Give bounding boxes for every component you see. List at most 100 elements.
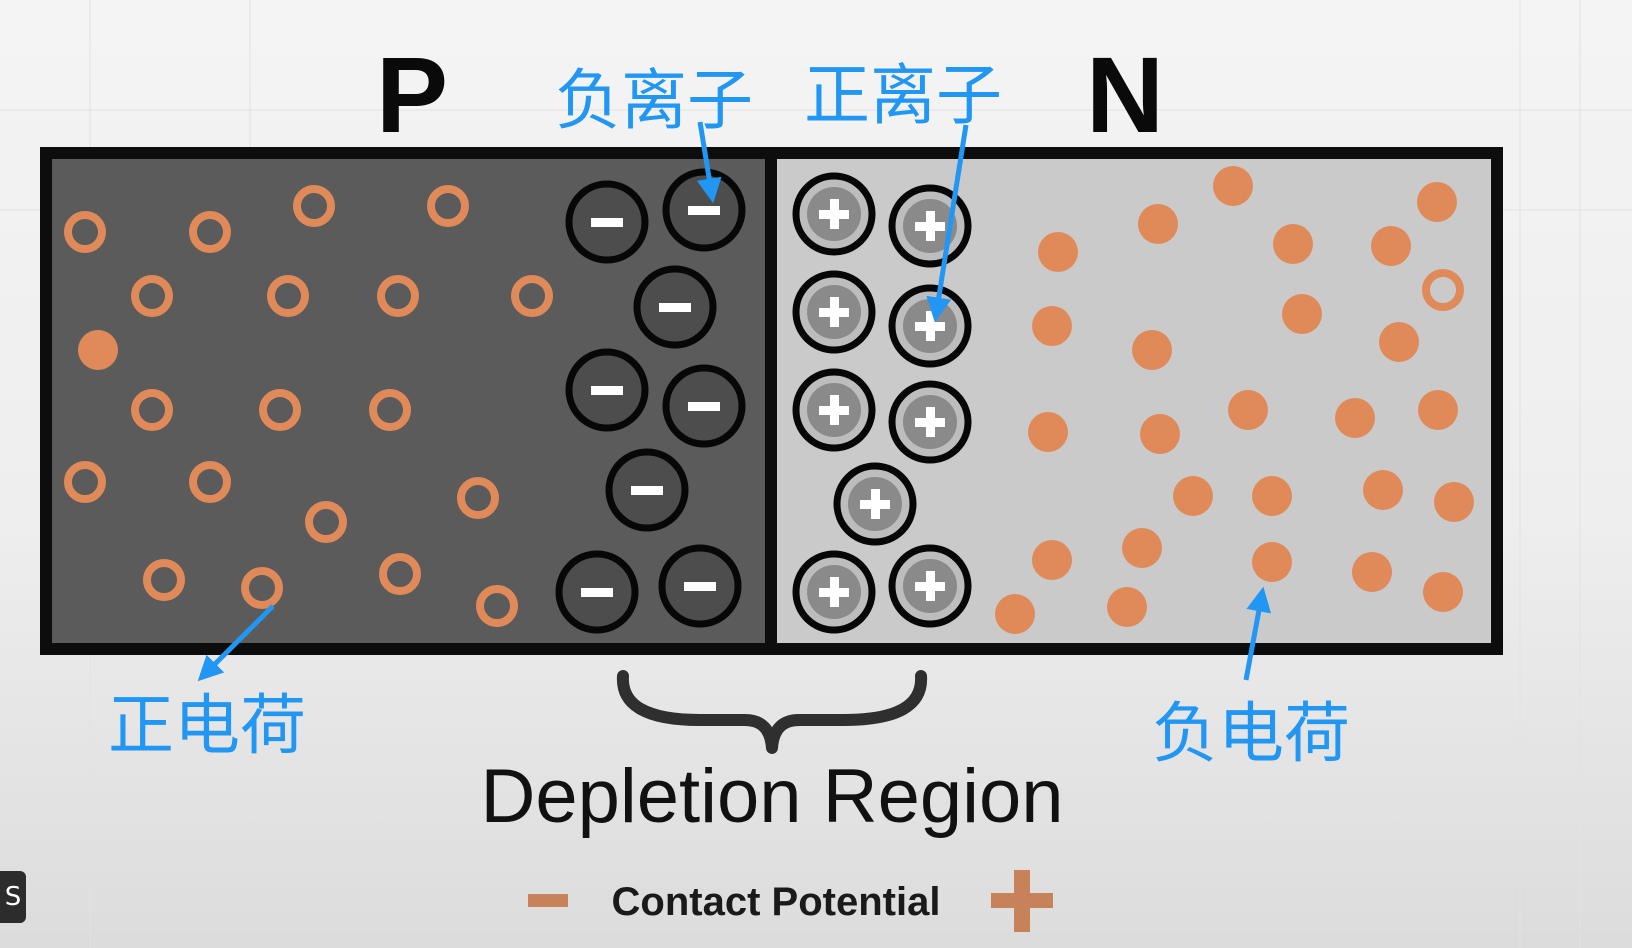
minus-icon	[631, 486, 663, 495]
electron-charge	[1423, 572, 1463, 612]
minus-icon	[591, 218, 623, 227]
minus-icon	[688, 206, 720, 215]
electron-charge	[1140, 414, 1180, 454]
n-region-letter: N	[1086, 34, 1164, 155]
positive-ion	[792, 550, 876, 634]
hole-charge	[189, 211, 231, 253]
hole-charge	[267, 275, 309, 317]
electron-charge	[1252, 542, 1292, 582]
electron-charge	[1138, 204, 1178, 244]
hole-charge	[457, 477, 499, 519]
hole-charge	[259, 389, 301, 431]
hole-charge	[131, 275, 173, 317]
positive-ion-label: 正离子	[804, 57, 1002, 134]
electron-charge	[1132, 330, 1172, 370]
positive-ion	[888, 284, 972, 368]
minus-icon	[659, 303, 691, 312]
electron-charge	[1038, 232, 1078, 272]
positive-ion	[792, 172, 876, 256]
hole-charge	[293, 185, 335, 227]
electron-charge	[1028, 412, 1068, 452]
contact-potential-label: Contact Potential	[612, 880, 941, 924]
hole-charge	[427, 185, 469, 227]
electron-charge	[1032, 540, 1072, 580]
electron-charge	[995, 594, 1035, 634]
plus-icon	[830, 395, 839, 425]
hole-charge	[1422, 269, 1464, 311]
p-region-letter: P	[376, 34, 448, 155]
negative-ion	[662, 364, 746, 448]
holes-layer	[64, 185, 553, 627]
electron-charge	[1434, 482, 1474, 522]
positive-ion	[792, 368, 876, 452]
hole-charge	[377, 275, 419, 317]
electron-charge	[1107, 587, 1147, 627]
positive-ion	[833, 462, 917, 546]
hole-charge	[189, 461, 231, 503]
electron-charge	[1371, 226, 1411, 266]
hole-charge	[143, 559, 185, 601]
electron-charge	[1282, 294, 1322, 334]
plus-icon	[830, 297, 839, 327]
hole-charge	[511, 275, 553, 317]
negative-ion-label: 负离子	[555, 62, 753, 139]
electron-charge	[1363, 470, 1403, 510]
minus-icon	[591, 386, 623, 395]
hole-charge	[64, 211, 106, 253]
hole-charge	[131, 389, 173, 431]
plus-icon	[926, 211, 935, 241]
hole-charge	[241, 567, 283, 609]
electron-charge	[1273, 224, 1313, 264]
electron-charge	[1213, 166, 1253, 206]
plus-icon	[926, 311, 935, 341]
electron-charge	[78, 330, 118, 370]
electron-charge	[1379, 322, 1419, 362]
plus-icon	[830, 577, 839, 607]
electron-charge	[1228, 390, 1268, 430]
minus-icon	[581, 588, 613, 597]
positive-ion-arrow	[926, 124, 969, 323]
hole-charge	[476, 585, 518, 627]
electron-charge	[1418, 390, 1458, 430]
electron-charge	[1335, 398, 1375, 438]
minus-icon	[684, 582, 716, 591]
negative-ion	[555, 550, 639, 634]
electron-charge	[1417, 182, 1457, 222]
electrons-layer	[995, 166, 1474, 634]
negative-ions-layer	[555, 168, 746, 634]
electron-charge	[1122, 528, 1162, 568]
negative-ion-arrow	[696, 121, 722, 204]
plus-icon	[926, 571, 935, 601]
electron-charge	[1173, 476, 1213, 516]
contact-potential-plus-icon	[991, 870, 1053, 932]
electron-charge	[1252, 476, 1292, 516]
negative-ion	[658, 544, 742, 628]
plus-icon	[926, 407, 935, 437]
negative-ion	[633, 265, 717, 349]
hole-charge	[379, 553, 421, 595]
minus-icon	[688, 402, 720, 411]
depletion-region-label: Depletion Region	[480, 754, 1063, 839]
negative-ion	[565, 348, 649, 432]
negative-ion	[605, 448, 689, 532]
electron-charge	[1032, 306, 1072, 346]
plus-icon	[871, 489, 880, 519]
positive-charge-label: 正电荷	[108, 687, 306, 764]
hole-charge	[64, 461, 106, 503]
negative-charge-arrow	[1243, 586, 1272, 681]
hole-charge	[369, 389, 411, 431]
side-tab-glyph: S	[4, 882, 22, 912]
electron-charge	[1352, 552, 1392, 592]
positive-ion	[888, 544, 972, 628]
annotation-arrows	[197, 121, 1272, 682]
negative-charge-label: 负电荷	[1152, 695, 1350, 772]
player-side-tab[interactable]: S	[0, 871, 26, 923]
plus-icon	[830, 199, 839, 229]
hole-charge	[305, 501, 347, 543]
depletion-brace	[616, 670, 928, 754]
negative-ion	[565, 180, 649, 264]
negative-ion	[662, 168, 746, 252]
positive-ion	[888, 380, 972, 464]
